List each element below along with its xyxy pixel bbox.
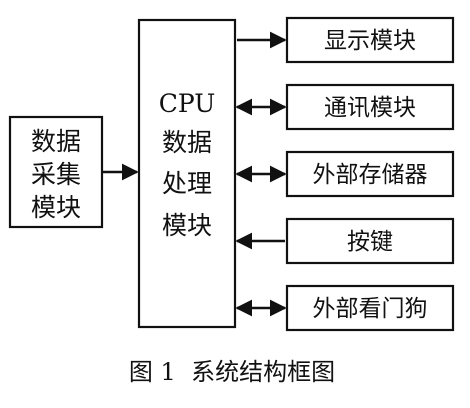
external-storage-label: 外部存储器 xyxy=(313,162,428,188)
keypad-module-label: 按键 xyxy=(347,229,393,255)
input-module-line-2: 采集 xyxy=(31,160,81,189)
cpu-label-line-3: 处理 xyxy=(162,169,212,198)
cpu-processing-module: CPU 数据 处理 模块 xyxy=(137,18,237,329)
cpu-label-line-2: 数据 xyxy=(162,128,212,157)
communication-module-label: 通讯模块 xyxy=(324,95,416,121)
external-storage-module: 外部存储器 xyxy=(285,150,455,198)
figure-caption: 图 1 系统结构框图 xyxy=(129,358,335,386)
input-module-line-3: 模块 xyxy=(31,193,81,222)
communication-module: 通讯模块 xyxy=(285,83,455,131)
input-module-line-1: 数据 xyxy=(31,127,81,156)
external-watchdog-module: 外部看门狗 xyxy=(285,284,455,332)
data-acquisition-module: 数据 采集 模块 xyxy=(8,115,104,229)
display-module: 显示模块 xyxy=(285,16,455,64)
keypad-module: 按键 xyxy=(285,217,455,265)
external-watchdog-label: 外部看门狗 xyxy=(313,296,428,322)
display-module-label: 显示模块 xyxy=(324,28,416,54)
cpu-label-line-4: 模块 xyxy=(162,211,212,240)
cpu-label-line-1: CPU xyxy=(159,89,216,118)
